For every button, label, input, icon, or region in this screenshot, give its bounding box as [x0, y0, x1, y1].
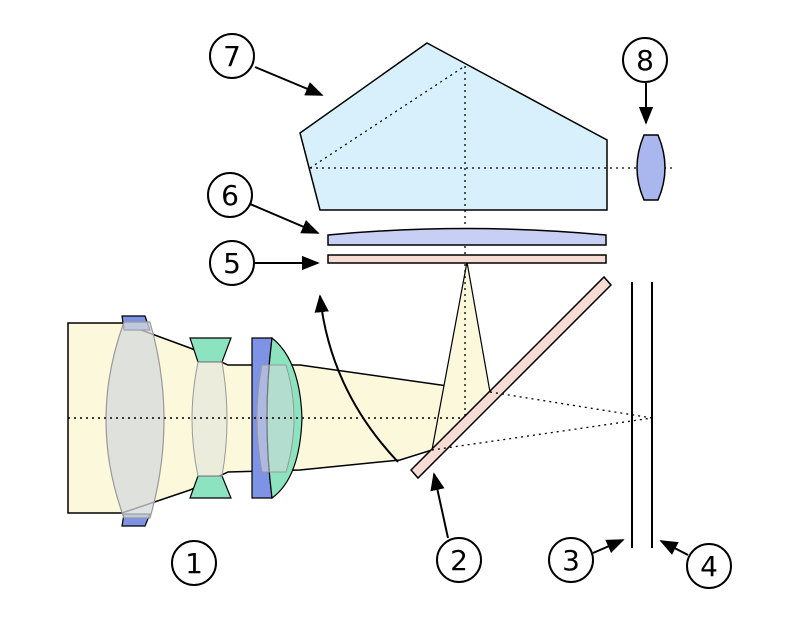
- label-condenser-lens: 6: [207, 172, 253, 218]
- arrow-to-sensor: [659, 540, 689, 556]
- label-focusing-screen-text: 5: [223, 247, 241, 280]
- label-shutter-text: 3: [562, 544, 580, 577]
- arrow-to-mirror: [430, 472, 449, 539]
- label-shutter: 3: [548, 537, 594, 583]
- label-mirror: 2: [436, 537, 482, 583]
- label-mirror-text: 2: [450, 544, 468, 577]
- arrow-to-condenser: [249, 203, 320, 234]
- label-condenser-lens-text: 6: [221, 179, 239, 212]
- mirror-flip-arrow: [314, 294, 399, 463]
- focusing-screen: [327, 254, 607, 264]
- label-sensor: 4: [686, 543, 732, 589]
- front-lens-element: [105, 315, 165, 527]
- label-lens: 1: [171, 540, 217, 586]
- label-lens-text: 1: [185, 547, 203, 580]
- rear-lens-element: [251, 336, 303, 500]
- reflex-mirror: [409, 275, 613, 480]
- pentaprism: [299, 42, 608, 211]
- label-eyepiece: 8: [622, 37, 668, 83]
- arrow-to-shutter: [592, 539, 625, 554]
- label-sensor-text: 4: [700, 550, 718, 583]
- prism-internal-path: [309, 65, 466, 169]
- label-pentaprism-text: 7: [223, 40, 241, 73]
- label-pentaprism: 7: [209, 33, 255, 79]
- arrow-to-prism: [254, 66, 324, 96]
- ray-upper: [489, 391, 653, 419]
- label-eyepiece-text: 8: [636, 44, 654, 77]
- ray-lower: [431, 417, 653, 451]
- middle-lens-element: [189, 337, 232, 499]
- condenser-lens: [327, 227, 607, 246]
- eyepiece-lens: [636, 134, 666, 201]
- label-focusing-screen: 5: [209, 240, 255, 286]
